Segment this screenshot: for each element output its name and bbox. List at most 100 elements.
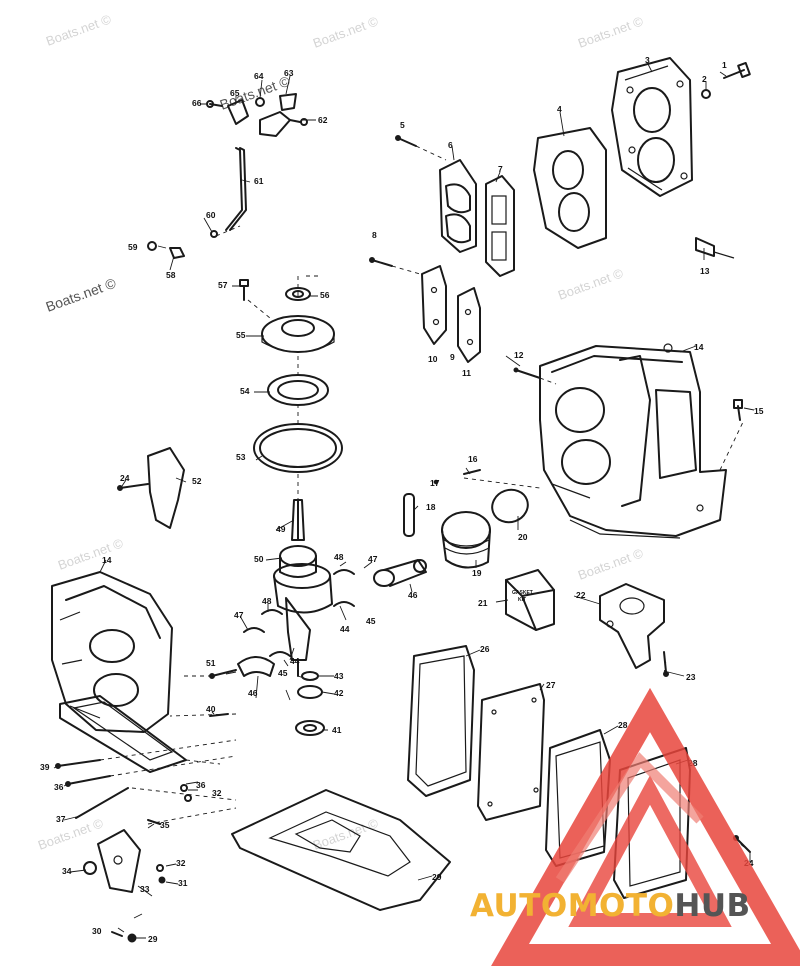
part-label: 37: [56, 814, 66, 824]
piston-pin-clip: [433, 469, 481, 485]
part-label: 8: [372, 230, 377, 240]
cover-screw: [369, 135, 417, 267]
upper-bearing-cage: [261, 315, 335, 353]
part-label: 60: [206, 210, 216, 220]
crankshaft: [273, 499, 333, 677]
part-label: 59: [128, 242, 138, 252]
part-label: 47: [368, 554, 378, 564]
part-label: 35: [160, 820, 170, 830]
part-label: 31: [178, 878, 188, 888]
crankcase-cylinder-block: [539, 343, 727, 539]
part-label: 29: [148, 934, 158, 944]
part-label: 15: [754, 406, 764, 416]
part-label: 45: [366, 616, 376, 626]
lower-crankcase-plate: [59, 695, 187, 773]
gasket-kit-label: KIT: [518, 597, 526, 603]
part-label: 20: [518, 532, 528, 542]
part-label: 1: [722, 60, 727, 70]
part-label: 27: [546, 680, 556, 690]
boats-watermark: Boats.net ©: [311, 815, 381, 853]
crankcase-bolt: [55, 759, 111, 787]
part-label: 53: [236, 452, 246, 462]
exhaust-plate: [421, 265, 481, 363]
part-label: 32: [176, 858, 186, 868]
part-label: 36: [54, 782, 64, 792]
piston-ring: [491, 488, 529, 524]
part-label: 54: [240, 386, 250, 396]
outer-cover-plate: [613, 747, 691, 899]
bearing-retainer-screw: [239, 279, 249, 301]
part-label: 9: [450, 352, 455, 362]
part-label: 14: [694, 342, 704, 352]
part-label: 18: [426, 502, 436, 512]
gasket-kit-label: GASKET: [512, 590, 533, 596]
screw-and-washer: [111, 931, 137, 943]
rod-bearing-half: [243, 569, 355, 657]
part-label: 33: [140, 884, 150, 894]
part-label: 41: [332, 725, 342, 735]
part-label: 36: [196, 780, 206, 790]
brand-part-2: HUB: [674, 888, 751, 924]
part-label: 2: [702, 74, 707, 84]
part-label: 10: [428, 354, 438, 364]
part-label: 28: [618, 720, 628, 730]
part-label: 32: [212, 788, 222, 798]
thermostat-cover: [599, 583, 669, 677]
part-label: 52: [192, 476, 202, 486]
part-label: 45: [278, 668, 288, 678]
part-label: 12: [514, 350, 524, 360]
part-label: 21: [478, 598, 488, 608]
transfer-port-cover: [439, 159, 477, 253]
part-label: 14: [102, 555, 112, 565]
part-label: 62: [318, 115, 328, 125]
part-label: 56: [320, 290, 330, 300]
lower-crankcase: [51, 571, 173, 733]
part-label: 17: [430, 478, 440, 488]
alignment-lines: [99, 225, 751, 853]
boats-watermark: Boats.net ©: [576, 13, 646, 51]
part-label: 65: [230, 88, 240, 98]
boats-watermark: Boats.net ©: [576, 545, 646, 583]
crankcase-upper-gasket: [253, 423, 343, 473]
block-stud: [513, 367, 743, 421]
part-label: 34: [62, 866, 72, 876]
part-label: 61: [254, 176, 264, 186]
crankcase-base-gasket: [231, 789, 451, 911]
boats-watermark-dark: Boats.net ©: [44, 274, 119, 314]
part-label: 5: [400, 120, 405, 130]
part-label: 55: [236, 330, 246, 340]
transfer-port-gasket: [485, 175, 515, 277]
part-label: 42: [334, 688, 344, 698]
part-label: 66: [192, 98, 202, 108]
part-label: 26: [480, 644, 490, 654]
part-label: 48: [262, 596, 272, 606]
part-label: 49: [276, 524, 286, 534]
automotohub-logo: [491, 687, 800, 966]
throttle-linkage: [147, 93, 308, 259]
part-label: 47: [234, 610, 244, 620]
part-label: 7: [498, 164, 503, 174]
gasket-kit-box: GASKET KIT: [505, 569, 555, 631]
part-label: 40: [206, 704, 216, 714]
part-label: 11: [462, 368, 471, 378]
brand-wordmark: AUTOMOTOHUB: [470, 888, 751, 924]
boats-watermark: Boats.net ©: [311, 13, 381, 51]
part-label: 23: [686, 672, 696, 682]
part-label: 44: [340, 624, 350, 634]
boats-watermark: Boats.net ©: [36, 815, 106, 853]
boats-watermark: Boats.net ©: [556, 265, 626, 303]
temperature-sensor: [695, 237, 735, 259]
part-label: 46: [408, 590, 418, 600]
connecting-rod: [373, 559, 427, 587]
part-label: 29: [432, 872, 442, 882]
part-label: 6: [448, 140, 453, 150]
cylinder-head-cover: [611, 57, 693, 197]
part-label: 58: [166, 270, 176, 280]
piston-pin: [403, 493, 415, 537]
part-label: 30: [92, 926, 102, 936]
part-label: 46: [248, 688, 258, 698]
part-label: 24: [120, 473, 130, 483]
part-label: 22: [576, 590, 586, 600]
inner-cover-plate: [477, 683, 545, 821]
part-label: 48: [334, 552, 344, 562]
